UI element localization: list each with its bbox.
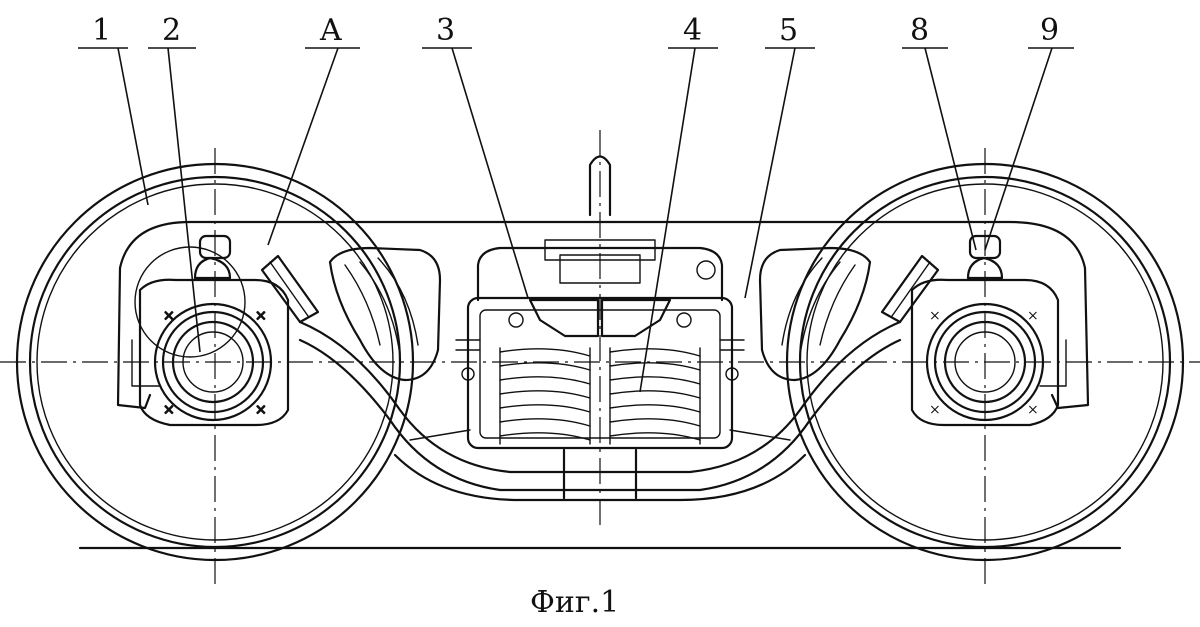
svg-text:×: ×	[1027, 402, 1039, 418]
callout-3: 3	[436, 13, 455, 48]
spring-bay	[455, 239, 745, 450]
callout-labels: 1 2 A 3 4 5 8 9	[92, 13, 1059, 48]
svg-text:×: ×	[929, 402, 941, 418]
callout-9: 9	[1040, 13, 1059, 48]
callout-1: 1	[92, 13, 111, 48]
center-pin	[588, 155, 612, 217]
callout-5: 5	[779, 13, 798, 48]
svg-text:×: ×	[163, 402, 175, 418]
center-lines	[0, 130, 1200, 590]
right-axle-box: × × × ×	[880, 234, 1067, 427]
springs	[499, 347, 701, 500]
left-axle-box: × × × ×	[131, 234, 320, 427]
callout-2: 2	[162, 13, 181, 48]
svg-text:×: ×	[163, 308, 175, 324]
figure-caption: Фиг.1	[530, 585, 619, 620]
callout-4: 4	[683, 13, 702, 48]
spring-left	[499, 347, 591, 445]
side-frame	[116, 220, 1090, 502]
leader-lines	[78, 47, 1074, 393]
svg-text:×: ×	[1027, 308, 1039, 324]
callout-a: A	[319, 13, 342, 48]
svg-text:×: ×	[255, 308, 267, 324]
svg-text:×: ×	[929, 308, 941, 324]
spring-right	[609, 347, 701, 445]
svg-text:×: ×	[255, 402, 267, 418]
callout-8: 8	[910, 13, 929, 48]
